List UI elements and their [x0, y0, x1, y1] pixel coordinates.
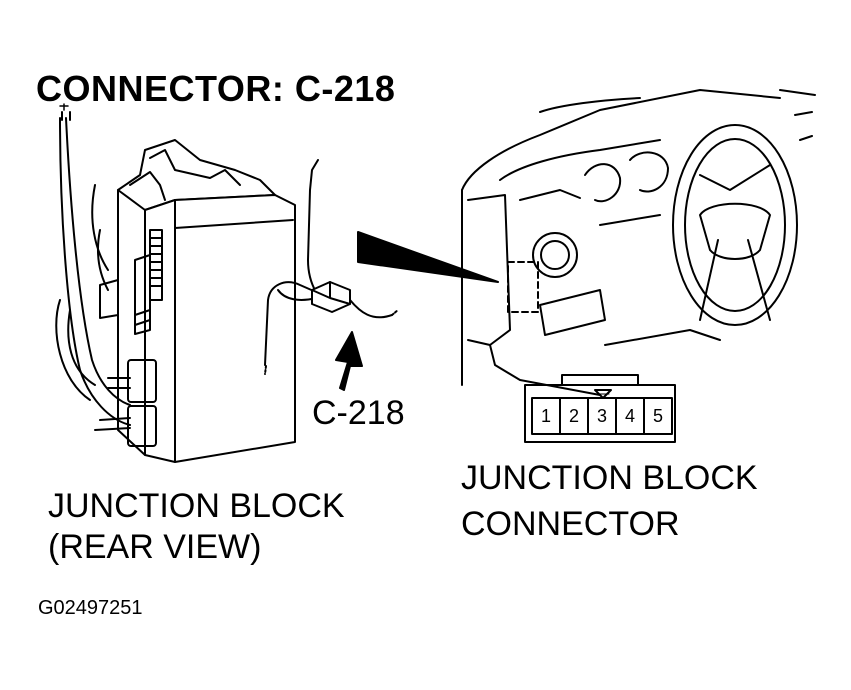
connector-face-drawing: [524, 374, 676, 443]
connector-label-line1: JUNCTION BLOCK: [461, 459, 758, 497]
junction-block-label: JUNCTION BLOCK (REAR VIEW): [48, 486, 345, 568]
junction-block-label-line1: JUNCTION BLOCK: [48, 487, 345, 525]
page-title: CONNECTOR: C-218: [36, 68, 396, 109]
junction-block-drawing: [55, 103, 399, 463]
junction-block-label-line2: (REAR VIEW): [48, 528, 262, 566]
connector-pin: 2: [568, 406, 579, 426]
connector-label-line2: CONNECTOR: [461, 505, 680, 543]
connector-pin: 5: [652, 406, 663, 426]
connector-callout-label: C-218: [312, 394, 405, 432]
location-pointer: [357, 231, 499, 283]
connector-pin: 1: [540, 406, 551, 426]
callout-arrow: [335, 331, 363, 391]
connector-pin: 3: [596, 406, 607, 426]
figure-id: G02497251: [38, 597, 143, 619]
dashboard-drawing: [461, 89, 816, 396]
connector-pin: 4: [624, 406, 635, 426]
connector-label: JUNCTION BLOCK CONNECTOR: [461, 455, 758, 547]
